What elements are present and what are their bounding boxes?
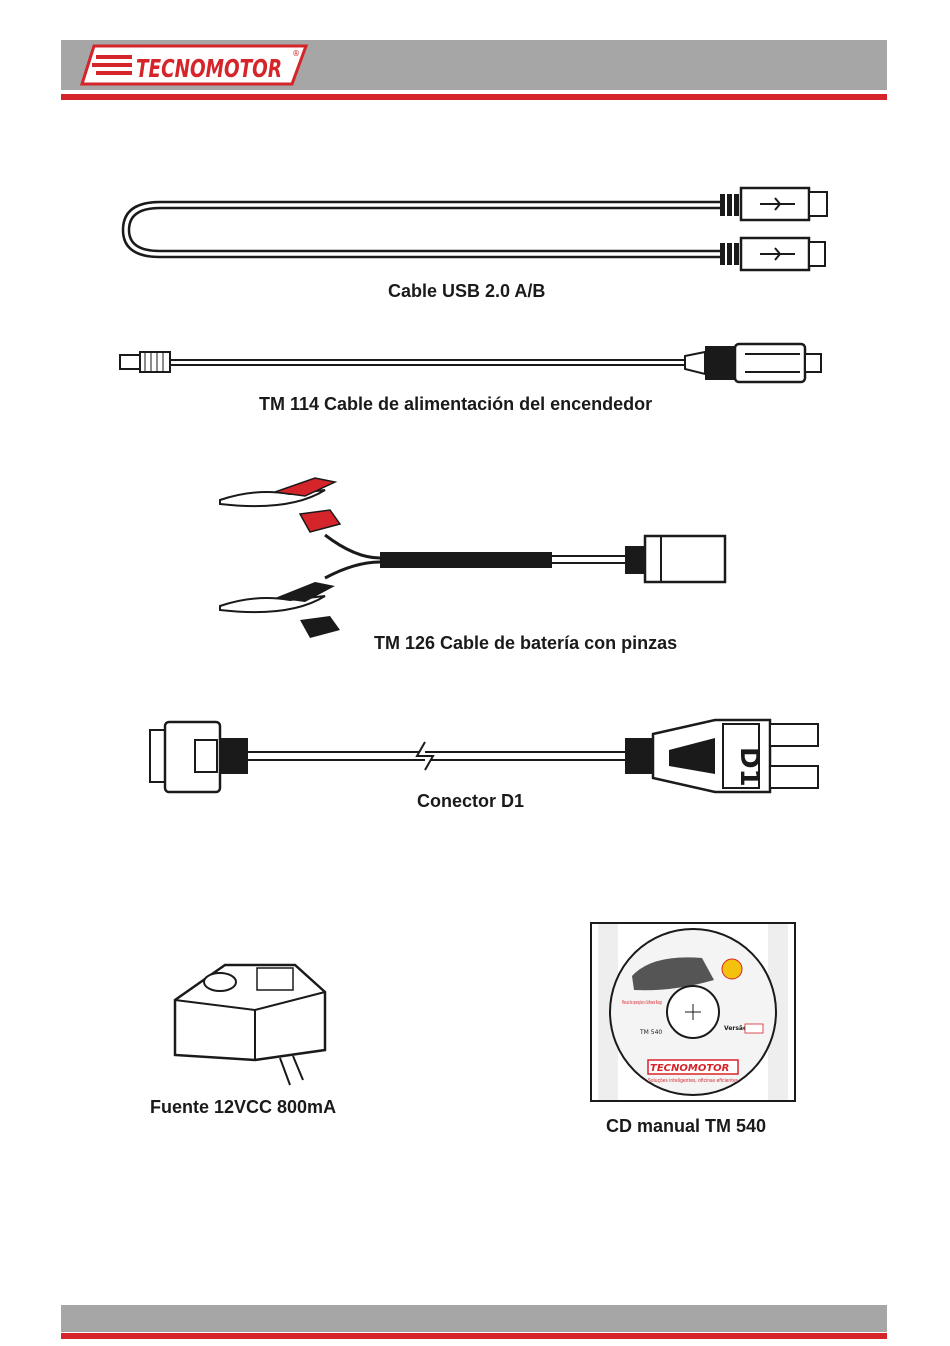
cd-disc-icon: TECNOMOTOR Manual de operações e Softwar… (592, 924, 794, 1100)
item-caption: TM 114 Cable de alimentación del encende… (259, 394, 652, 415)
header-accent-line (61, 94, 887, 100)
power-adapter-icon (165, 950, 340, 1090)
tecnomotor-logo: TECNOMOTOR ® (80, 43, 310, 87)
item-caption: Cable USB 2.0 A/B (388, 281, 545, 302)
cd-version-label: Versão (724, 1025, 747, 1032)
cd-brand: TECNOMOTOR (650, 1063, 729, 1074)
cd-product: TM 540 (639, 1029, 662, 1036)
footer-band (61, 1305, 887, 1332)
item-caption: TM 126 Cable de batería con pinzas (374, 633, 677, 654)
usb-cable-icon (115, 180, 835, 270)
footer-accent-line (61, 1333, 887, 1339)
item-caption: Conector D1 (417, 791, 524, 812)
cd-case: TECNOMOTOR Manual de operações e Softwar… (590, 922, 796, 1102)
lighter-power-cable-icon (115, 340, 830, 385)
item-caption: Fuente 12VCC 800mA (150, 1097, 336, 1118)
item-caption: CD manual TM 540 (606, 1116, 766, 1137)
battery-clamp-cable-icon (215, 470, 735, 645)
cd-title: Manual de operações e Software Rasgo (622, 1000, 662, 1006)
registered-mark: ® (292, 49, 300, 58)
logo-text: TECNOMOTOR (136, 54, 282, 83)
connector-label: D1 (734, 747, 764, 787)
obd-d1-connector-icon: D1 (145, 712, 825, 802)
cd-tagline: Soluções inteligentes, oficinas eficient… (648, 1078, 738, 1084)
